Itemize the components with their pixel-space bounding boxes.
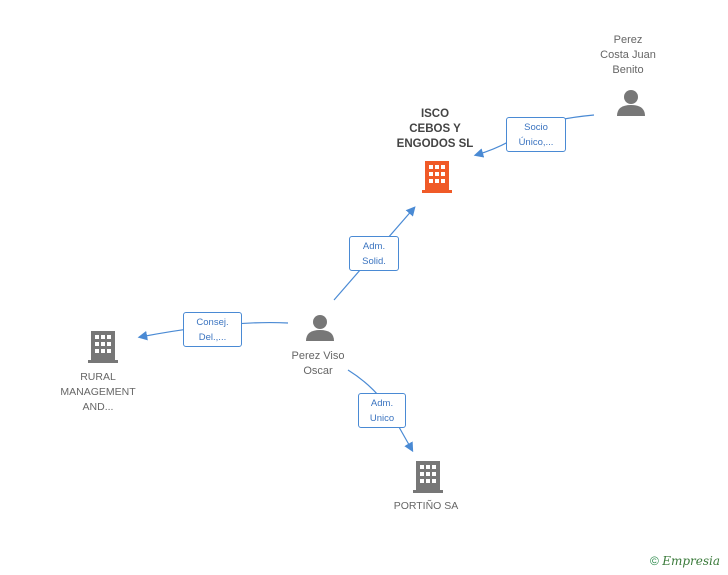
footer-brand: © Empresia — [650, 554, 720, 568]
edge-label-socio[interactable]: Socio Único,... — [506, 117, 566, 152]
building-icon[interactable] — [87, 330, 119, 363]
node-perez-costa-label[interactable]: Perez Costa Juan Benito — [600, 34, 656, 76]
person-icon[interactable] — [616, 88, 646, 118]
copyright-icon: © — [650, 554, 659, 568]
building-icon[interactable] — [421, 160, 453, 193]
node-rural-label[interactable]: RURAL MANAGEMENT AND... — [60, 371, 136, 413]
person-icon[interactable] — [305, 313, 335, 343]
node-isco-label[interactable]: ISCO CEBOS Y ENGODOS SL — [396, 108, 474, 150]
building-icon[interactable] — [412, 460, 444, 493]
node-perez-viso-label[interactable]: Perez Viso Oscar — [291, 350, 345, 377]
edge-label-consej[interactable]: Consej. Del.,... — [183, 312, 242, 347]
node-portino-label[interactable]: PORTIÑO SA — [393, 500, 459, 512]
brand-logo: Empresia — [662, 554, 720, 568]
edge-label-adm-unico[interactable]: Adm. Unico — [358, 393, 406, 428]
edge-label-adm-solid[interactable]: Adm. Solid. — [349, 236, 399, 271]
